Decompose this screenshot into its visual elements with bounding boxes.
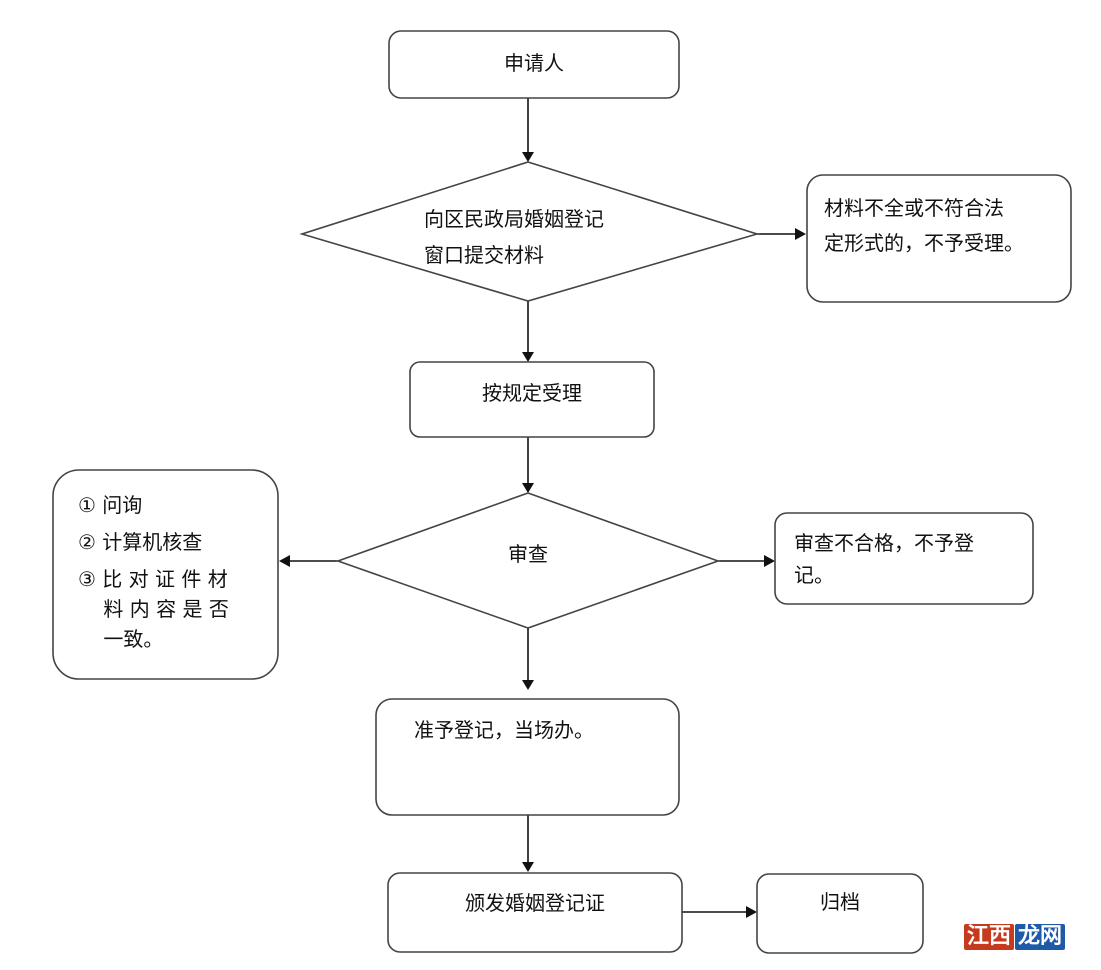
watermark-part-1: 江西 (963, 924, 1014, 950)
arrowhead-accept (522, 352, 534, 362)
review-step-2: ② 计算机核查 (78, 530, 202, 554)
watermark-logo: 江西 龙网 (963, 924, 1065, 950)
node-issue-label: 颁发婚姻登记证 (465, 891, 605, 915)
arrowhead-review (522, 483, 534, 493)
node-reject-materials-line2: 定形式的，不予受理。 (824, 231, 1024, 255)
review-step-1: ① 问询 (78, 493, 142, 517)
node-review-fail: 审查不合格，不予登 记。 (774, 512, 1034, 605)
arrowhead-steps (279, 555, 290, 567)
node-approve-label: 准予登记，当场办。 (414, 718, 594, 742)
node-submit: 向区民政局婚姻登记 窗口提交材料 (299, 161, 760, 302)
arrowhead-issue (522, 862, 534, 872)
node-review-fail-line1: 审查不合格，不予登 (794, 531, 974, 555)
node-archive: 归档 (756, 873, 924, 954)
review-step-3-cont1: 料 内 容 是 否 (78, 597, 229, 621)
node-review-steps: ① 问询 ② 计算机核查 ③ 比 对 证 件 材 料 内 容 是 否 一致。 (52, 469, 279, 680)
node-archive-label: 归档 (820, 890, 860, 914)
node-issue: 颁发婚姻登记证 (387, 872, 683, 953)
node-reject-materials: 材料不全或不符合法 定形式的，不予受理。 (806, 174, 1072, 303)
review-step-3-cont2: 一致。 (78, 627, 163, 651)
node-review-label: 审查 (508, 542, 548, 566)
node-submit-line1: 向区民政局婚姻登记 (424, 207, 604, 231)
node-accept-label: 按规定受理 (482, 381, 582, 405)
arrowhead-submit (522, 152, 534, 162)
watermark-part-2: 龙网 (1014, 924, 1065, 950)
review-step-3: ③ 比 对 证 件 材 (78, 567, 228, 591)
node-review-fail-line2: 记。 (794, 563, 834, 587)
node-approve: 准予登记，当场办。 (375, 698, 680, 816)
node-applicant: 申请人 (388, 30, 680, 99)
node-accept: 按规定受理 (409, 361, 655, 438)
arrowhead-fail (764, 555, 775, 567)
arrowhead-archive (746, 906, 757, 918)
arrowhead-approve (522, 680, 534, 690)
node-applicant-label: 申请人 (504, 51, 564, 75)
node-review: 审查 (335, 492, 721, 629)
node-submit-line2: 窗口提交材料 (424, 243, 544, 267)
arrowhead-reject (795, 228, 806, 240)
node-reject-materials-line1: 材料不全或不符合法 (824, 196, 1004, 220)
